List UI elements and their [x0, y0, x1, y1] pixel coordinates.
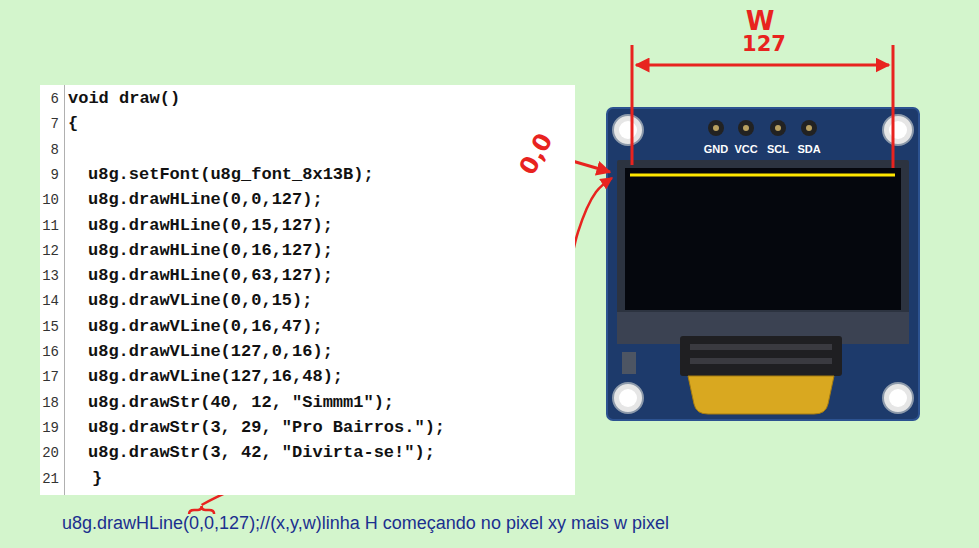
code-line: u8g.drawVLine(0,0,15);	[88, 290, 312, 312]
line-number: 20	[40, 442, 59, 464]
connector-stripe	[690, 344, 832, 350]
mount-hole	[613, 383, 643, 413]
code-line: u8g.setFont(u8g_font_8x13B);	[88, 164, 374, 186]
drawn-hline	[630, 174, 895, 177]
dimension-extension	[892, 45, 895, 168]
code-line: u8g.drawStr(3, 29, "Pro Bairros.");	[88, 417, 445, 439]
line-number: 13	[40, 265, 59, 287]
code-line: }	[92, 468, 102, 490]
line-number: 14	[40, 290, 59, 312]
line-number: 8	[40, 139, 59, 161]
flex-ribbon	[688, 376, 834, 414]
code-line: u8g.drawHLine(0,63,127);	[88, 265, 333, 287]
code-line: u8g.drawHLine(0,16,127);	[88, 240, 333, 262]
header-pin-core	[806, 125, 812, 131]
connector-stripe	[690, 358, 832, 364]
line-number: 6	[40, 88, 59, 110]
code-note: u8g.drawHLine(0,0,127);//(x,y,w)linha H …	[62, 513, 669, 534]
pin-name: SDA	[797, 143, 820, 155]
code-line: void draw()	[68, 88, 180, 110]
header-pin-core	[743, 125, 749, 131]
mount-hole-center	[889, 389, 907, 407]
code-line: {	[68, 113, 78, 135]
header-pin	[770, 120, 786, 136]
dimension-arrow	[636, 64, 889, 67]
line-number: 19	[40, 417, 59, 439]
mount-hole	[613, 115, 643, 145]
line-number: 7	[40, 113, 59, 135]
code-line: u8g.drawStr(3, 42, "Divirta-se!");	[88, 442, 435, 464]
display-glass	[617, 160, 909, 344]
code-panel: 6 void draw() 7 {8 9 u8g.setFont(u8g_font_8x1…	[40, 85, 575, 495]
line-number: 11	[40, 215, 59, 237]
pcb-board	[607, 108, 919, 420]
display-area	[625, 168, 901, 310]
header-pin	[738, 120, 754, 136]
dimension-letter: W	[746, 6, 775, 36]
line-number: 16	[40, 341, 59, 363]
code-line: u8g.drawHLine(0,15,127);	[88, 215, 333, 237]
mount-hole	[883, 115, 913, 145]
mount-hole	[883, 383, 913, 413]
pin-name: SCL	[767, 143, 789, 155]
gutter-separator	[64, 85, 65, 495]
line-number: 9	[40, 164, 59, 186]
header-pin	[708, 120, 724, 136]
code-line: u8g.drawStr(40, 12, "Simmm1");	[88, 392, 394, 414]
line-number: 18	[40, 392, 59, 414]
line-number: 15	[40, 316, 59, 338]
pin-name: VCC	[734, 143, 757, 155]
mount-hole-center	[619, 389, 637, 407]
mount-hole-center	[619, 121, 637, 139]
code-line: u8g.drawHLine(0,0,127);	[88, 189, 323, 211]
smd-component	[622, 352, 636, 374]
header-pin-core	[775, 125, 781, 131]
line-number: 10	[40, 189, 59, 211]
code-line: u8g.drawVLine(0,16,47);	[88, 316, 323, 338]
header-pin	[801, 120, 817, 136]
line-number: 12	[40, 240, 59, 262]
header-pin-core	[713, 125, 719, 131]
code-line: u8g.drawVLine(127,16,48);	[88, 366, 343, 388]
code-line: u8g.drawVLine(127,0,16);	[88, 341, 333, 363]
line-number: 17	[40, 366, 59, 388]
dimension-extension	[631, 45, 634, 165]
brace	[189, 506, 214, 514]
dimension-value: 127	[742, 32, 786, 56]
pin-name: GND	[704, 143, 728, 155]
line-number: 21	[40, 468, 59, 490]
flex-connector	[680, 336, 842, 376]
